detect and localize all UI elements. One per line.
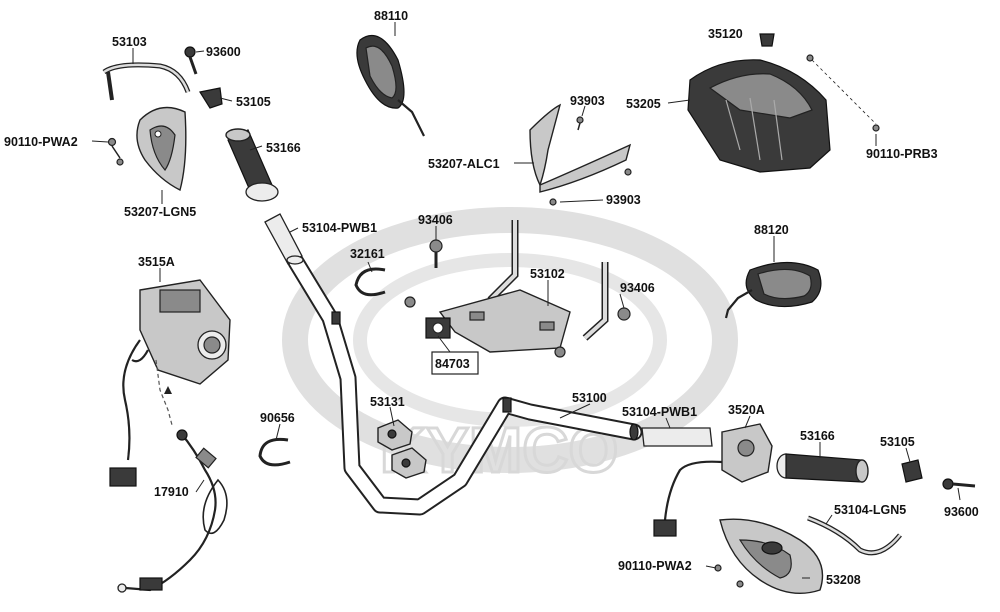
label-93600-top: 93600 xyxy=(206,45,241,59)
fastener-35120 xyxy=(759,33,775,47)
label-53105-top: 53105 xyxy=(236,95,271,109)
label-53205: 53205 xyxy=(626,97,661,111)
clip-90656 xyxy=(258,437,291,467)
screw-90110-prb3 xyxy=(806,54,880,132)
label-93406-top: 93406 xyxy=(418,213,453,227)
screw-90110-pwa2-bottom xyxy=(714,564,744,588)
label-53104-pwb1-right: 53104-PWB1 xyxy=(622,405,697,419)
hand-guard-53207-lgn5 xyxy=(136,106,187,192)
label-90110-pwa2-top: 90110-PWA2 xyxy=(4,135,78,149)
handlebar-53100 xyxy=(287,253,643,516)
screw-90110-pwa2-top xyxy=(107,137,124,166)
clip-32161 xyxy=(354,267,386,297)
trim-53207-alc1 xyxy=(529,103,632,193)
label-53208: 53208 xyxy=(826,573,861,587)
part-labels: 88110 53103 93600 53105 90110-PWA2 53166… xyxy=(4,9,979,587)
meter-cover-53205 xyxy=(687,59,831,173)
label-53166-right: 53166 xyxy=(800,429,835,443)
hand-guard-53208 xyxy=(719,518,824,595)
label-90656: 90656 xyxy=(260,411,295,425)
label-box-84703 xyxy=(431,351,479,375)
label-90110-pwa2-bottom: 90110-PWA2 xyxy=(618,559,692,573)
holder-53131 xyxy=(377,419,427,479)
label-93903-bottom: 93903 xyxy=(606,193,641,207)
label-3515a: 3515A xyxy=(138,255,175,269)
label-53207-alc1: 53207-ALC1 xyxy=(428,157,500,171)
label-53103: 53103 xyxy=(112,35,147,49)
label-32161: 32161 xyxy=(350,247,385,261)
label-53104-lgn5: 53104-LGN5 xyxy=(834,503,906,517)
bolt-93406-right xyxy=(554,307,631,358)
label-93903-top: 93903 xyxy=(570,94,605,108)
bracket-53103 xyxy=(102,62,191,101)
switch-3520a xyxy=(653,423,773,537)
switch-3515a xyxy=(131,279,231,385)
grip-sleeve-53104-pwb1-top xyxy=(264,213,304,265)
label-17910: 17910 xyxy=(154,485,189,499)
label-84703: 84703 xyxy=(435,357,470,371)
mirror-88110 xyxy=(356,35,425,137)
label-53102: 53102 xyxy=(530,267,565,281)
screw-93600-top xyxy=(184,46,198,75)
mirror-88120 xyxy=(724,261,822,319)
label-88110: 88110 xyxy=(374,9,408,23)
label-53104-pwb1-top: 53104-PWB1 xyxy=(302,221,377,235)
label-90110-prb3: 90110-PRB3 xyxy=(866,147,938,161)
leader-lines xyxy=(91,22,961,579)
label-3520a: 3520A xyxy=(728,403,765,417)
label-93600-right: 93600 xyxy=(944,505,979,519)
bracket-53102 xyxy=(438,220,609,353)
clip-53105-right xyxy=(901,459,923,483)
label-93406-right: 93406 xyxy=(620,281,655,295)
grip-sleeve-53104-pwb1-right xyxy=(641,427,713,447)
label-53166-top: 53166 xyxy=(266,141,301,155)
grip-53166-right xyxy=(776,453,869,483)
label-88120: 88120 xyxy=(754,223,789,237)
cable-17910 xyxy=(117,429,228,593)
label-53100: 53100 xyxy=(572,391,607,405)
screw-93600-right xyxy=(942,478,976,490)
label-53207-lgn5: 53207-LGN5 xyxy=(124,205,196,219)
label-53105-right: 53105 xyxy=(880,435,915,449)
wire-harness-3515a xyxy=(109,339,173,487)
screw-93903-bottom xyxy=(549,168,632,206)
bracket-53104-lgn5 xyxy=(807,515,902,556)
kymco-watermark: KYMCO xyxy=(282,207,738,488)
label-35120: 35120 xyxy=(708,27,743,41)
label-53131: 53131 xyxy=(370,395,405,409)
grip-53166-top xyxy=(225,128,279,202)
clip-53105-top xyxy=(199,87,223,109)
spacer-84703 xyxy=(425,317,451,339)
screw-93903-top xyxy=(576,116,584,131)
bolt-93406-top xyxy=(404,239,443,308)
